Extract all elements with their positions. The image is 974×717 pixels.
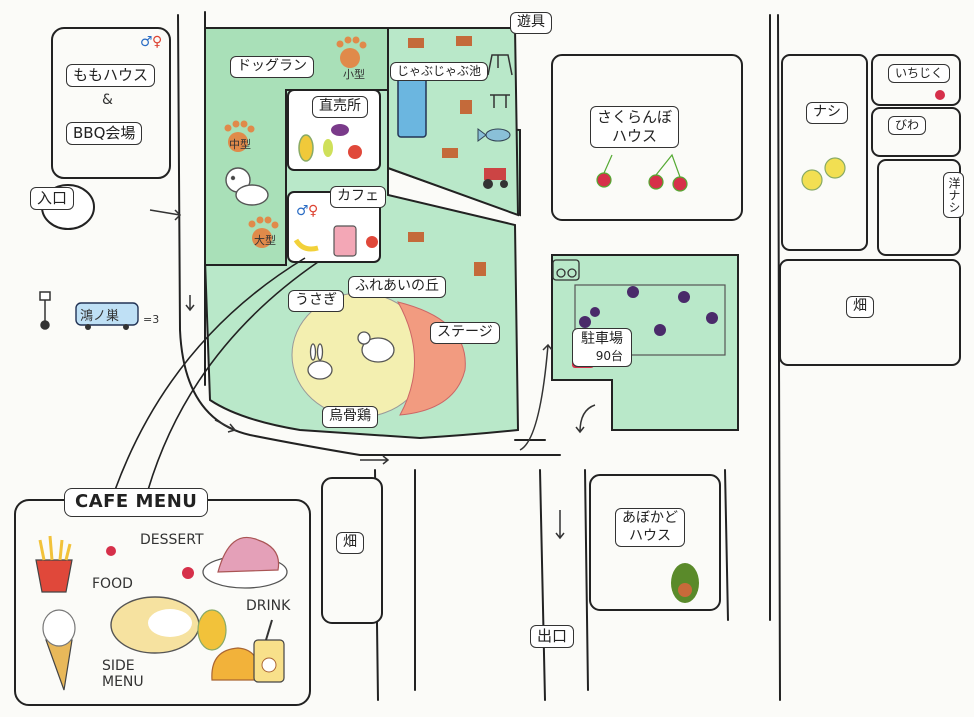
dog-medium-label: 中型 — [229, 138, 251, 151]
fries-icon — [35, 535, 73, 593]
side-menu-label: SIDE MENU — [102, 658, 144, 691]
pear-icon — [801, 157, 846, 191]
fish-icon — [477, 128, 511, 142]
drink-label: DRINK — [246, 598, 291, 614]
dog-run-label[interactable]: ドッグラン — [230, 56, 314, 78]
direct-sales-label[interactable]: 直売所 — [312, 96, 368, 118]
route-arrows — [149, 209, 596, 540]
drink-icon — [253, 619, 285, 683]
fureai-label[interactable]: ふれあいの丘 — [348, 276, 446, 298]
swing-icon — [487, 54, 513, 108]
avocado-icon — [671, 563, 699, 603]
dog-large-label: 大型 — [254, 234, 276, 247]
ice-cream-icon — [42, 609, 76, 691]
bus-stop-icon — [39, 291, 51, 330]
svg-text:♀: ♀ — [152, 34, 162, 50]
tractor-icon — [483, 168, 508, 189]
jabu-jabu-label[interactable]: じゃぶじゃぶ池 — [390, 62, 489, 81]
parking-block — [551, 254, 739, 431]
vegetables-icon — [298, 124, 362, 162]
and-label: & — [102, 92, 113, 108]
hatake-south-label[interactable]: 畑 — [336, 532, 364, 554]
curry-plate-icon — [110, 596, 200, 654]
svg-text:♂: ♂ — [296, 203, 309, 219]
rabbit-label[interactable]: うさぎ — [288, 290, 344, 312]
toilet-icon: ♂♀ ♂♀ — [140, 34, 318, 219]
bus-icon — [75, 302, 139, 330]
food-label: FOOD — [92, 576, 133, 592]
pineapple-icon — [197, 609, 227, 651]
strawberry-icon — [106, 546, 194, 579]
bus-stop-label[interactable]: 鴻ノ巣 — [80, 309, 120, 324]
parking-name: 駐車場 — [581, 331, 623, 347]
sakuranbo-label[interactable]: さくらんぼ ハウス — [590, 106, 680, 148]
nashi-block — [781, 54, 868, 251]
dog-small-label: 小型 — [343, 68, 365, 81]
svg-text:♀: ♀ — [308, 203, 318, 219]
cafe-items-icon — [293, 225, 378, 257]
playground-label[interactable]: 遊具 — [510, 12, 552, 34]
cafe-menu-title: CAFE MENU — [64, 488, 209, 517]
dog-run-area — [204, 27, 389, 266]
cafe-label[interactable]: カフェ — [330, 186, 386, 208]
stage-label[interactable]: ステージ — [430, 322, 500, 344]
biwa-label[interactable]: びわ — [888, 116, 927, 135]
ichijiku-label[interactable]: いちじく — [888, 64, 951, 83]
avocado-label[interactable]: あぼかど ハウス — [615, 508, 685, 547]
hatake-east-label[interactable]: 畑 — [846, 296, 874, 318]
parking-count: 90台 — [595, 348, 623, 363]
chicken-icon — [357, 331, 395, 363]
yonashi-label[interactable]: 洋ナシ — [943, 172, 964, 218]
ukokkei-label[interactable]: 烏骨鶏 — [322, 406, 378, 428]
dessert-label: DESSERT — [140, 532, 204, 548]
grape-icon — [579, 286, 718, 336]
grape-trellis — [574, 284, 726, 356]
exit-label[interactable]: 出口 — [530, 625, 575, 648]
svg-text:♂: ♂ — [140, 34, 153, 50]
paw-icon — [224, 36, 367, 248]
rabbit-icon — [307, 343, 333, 380]
dessert-icon — [202, 536, 288, 589]
toilet-note-label: =3 — [143, 313, 160, 326]
momo-house-label: ももハウス — [66, 64, 156, 87]
dog-icon — [225, 167, 269, 206]
bicycle-icon — [552, 259, 580, 281]
cherry-icon — [596, 153, 688, 192]
bbq-label: BBQ会場 — [66, 122, 143, 145]
parking-label[interactable]: 駐車場 90台 — [572, 328, 632, 367]
nashi-label[interactable]: ナシ — [806, 102, 848, 124]
entrance-label[interactable]: 入口 — [30, 187, 75, 210]
jabu-pool — [397, 74, 427, 138]
